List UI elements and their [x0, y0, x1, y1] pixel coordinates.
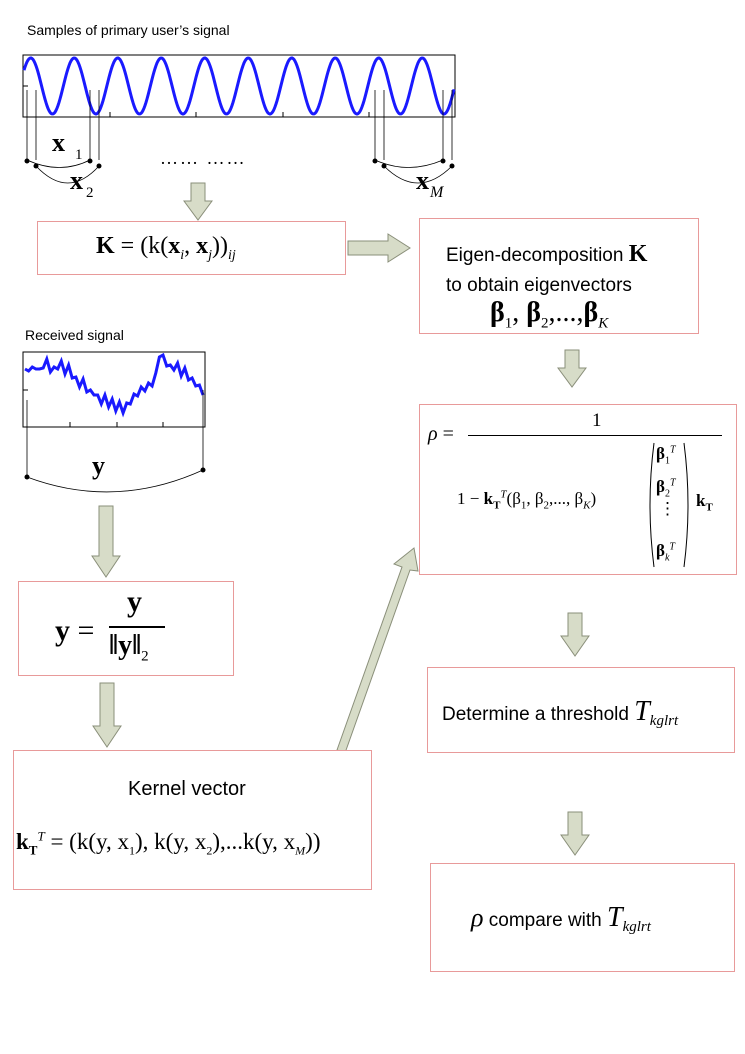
ynorm-lhs: y = [55, 614, 95, 647]
rho-numerator: 1 [592, 410, 602, 431]
arrow-k-to-eigen [347, 233, 411, 263]
received-signal-plot [22, 351, 206, 428]
ynorm-numerator: y [127, 585, 142, 618]
received-caption: Received signal [25, 327, 124, 343]
arrow-ynorm-to-kernel [92, 682, 122, 748]
k-T-trailing: kT [696, 491, 713, 514]
primary-signal-line [22, 56, 456, 116]
kernel-vector-formula: kTT = (k(y, x1), k(y, x2),...k(y, xM)) [16, 828, 321, 858]
arrow-kernel-to-rho [336, 547, 419, 754]
samples-caption: Samples of primary user’s signal [27, 22, 230, 38]
kernel-matrix-formula: K = (k(xi, xj))ij [96, 233, 236, 263]
rho-formula-box: ρ = 1 1 − kTT(β1, β2,..., βK) β1T β2T ⋮ … [419, 404, 737, 575]
label-xM: xM [416, 166, 444, 201]
arrow-received-to-ynorm [91, 505, 121, 578]
kernel-vector-title: Kernel vector [128, 778, 246, 800]
arrow-threshold-to-compare [560, 811, 590, 856]
eigen-line2: to obtain eigenvectors [446, 275, 632, 296]
arrow-rho-to-threshold [560, 612, 590, 657]
beta-column-vector: β1T β2T ⋮ βkT [646, 441, 692, 569]
compare-box: ρ compare with Tkglrt [430, 863, 735, 972]
ynorm-denominator: ‖y‖2 [109, 630, 149, 665]
arrow-samples-to-k [183, 182, 213, 221]
rho-denominator: 1 − kTT(β1, β2,..., βK) [457, 488, 597, 512]
label-y: y [92, 451, 105, 480]
threshold-text: Determine a threshold Tkglrt [442, 696, 679, 729]
arrow-eigen-to-rho [557, 349, 587, 388]
ynorm-fraction-bar [109, 626, 165, 628]
samples-ellipsis: …… …… [160, 148, 247, 168]
kernel-vector-box: Kernel vector kTT = (k(y, x1), k(y, x2),… [13, 750, 372, 890]
received-signal-line [24, 352, 205, 418]
fraction-bar [468, 435, 722, 436]
threshold-box: Determine a threshold Tkglrt [427, 667, 735, 753]
compare-text: ρ compare with Tkglrt [471, 902, 651, 935]
normalized-y-box: y = y ‖y‖2 [18, 581, 234, 676]
eigen-box: Eigen-decomposition K to obtain eigenvec… [419, 218, 699, 334]
kernel-matrix-box: K = (k(xi, xj))ij [37, 221, 346, 275]
eigen-line1: Eigen-decomposition K [446, 241, 648, 267]
rho-symbol: ρ = [428, 423, 454, 445]
eigenvector-list: β1, β2,...,βK [490, 297, 609, 332]
